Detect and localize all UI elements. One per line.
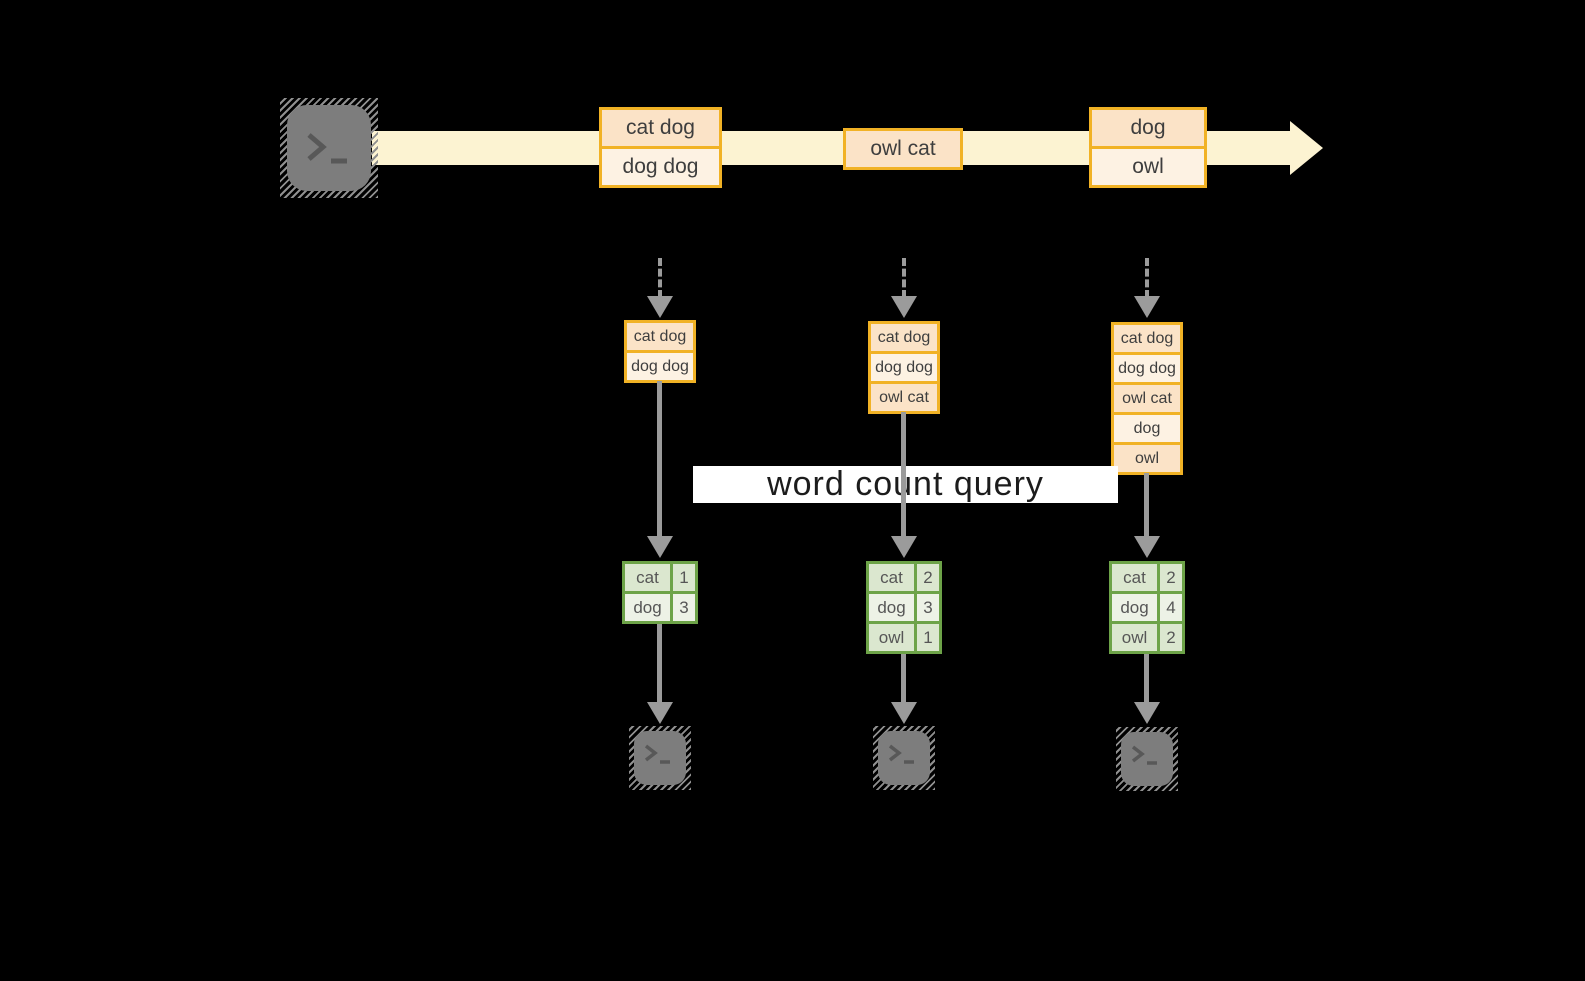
count-word: dog bbox=[869, 594, 914, 621]
query-arrow-shaft bbox=[901, 412, 906, 536]
terminal-prompt-icon bbox=[888, 744, 914, 764]
stream-event: owl cat bbox=[846, 131, 960, 167]
stream-event: dog bbox=[1092, 110, 1204, 146]
trigger-arrowhead-icon bbox=[891, 296, 917, 318]
count-table-2: cat 2 dog 3 owl 1 bbox=[866, 561, 942, 654]
count-value: 1 bbox=[673, 564, 695, 591]
count-word: dog bbox=[1112, 594, 1157, 621]
count-word: dog bbox=[625, 594, 670, 621]
count-value: 2 bbox=[917, 564, 939, 591]
terminal-prompt-icon bbox=[1131, 745, 1157, 765]
stream-event: owl bbox=[1092, 149, 1204, 185]
input-buffer-1: cat dog dog dog bbox=[624, 320, 696, 383]
buffer-line: cat dog bbox=[871, 324, 937, 351]
query-arrow-shaft bbox=[657, 381, 662, 536]
buffer-line: cat dog bbox=[1114, 325, 1180, 352]
count-value: 1 bbox=[917, 624, 939, 651]
count-word: cat bbox=[625, 564, 670, 591]
stream-event: cat dog bbox=[602, 110, 719, 146]
count-value: 2 bbox=[1160, 624, 1182, 651]
input-buffer-3: cat dog dog dog owl cat dog owl bbox=[1111, 322, 1183, 475]
buffer-line: dog dog bbox=[871, 354, 937, 381]
input-buffer-2: cat dog dog dog owl cat bbox=[868, 321, 940, 414]
trigger-arrowhead-icon bbox=[1134, 296, 1160, 318]
buffer-line: owl cat bbox=[871, 384, 937, 411]
count-value: 3 bbox=[673, 594, 695, 621]
terminal-source-icon bbox=[280, 98, 378, 198]
trigger-arrow-shaft bbox=[658, 258, 662, 298]
output-arrow-shaft bbox=[1144, 654, 1149, 702]
trigger-arrowhead-icon bbox=[647, 296, 673, 318]
count-value: 4 bbox=[1160, 594, 1182, 621]
query-arrowhead-icon bbox=[1134, 536, 1160, 558]
count-value: 3 bbox=[917, 594, 939, 621]
stream-batch-2: owl cat bbox=[843, 128, 963, 170]
trigger-arrow-shaft bbox=[902, 258, 906, 298]
stream-batch-3: dog owl bbox=[1089, 107, 1207, 188]
query-arrowhead-icon bbox=[891, 536, 917, 558]
output-arrow-shaft bbox=[901, 654, 906, 702]
stream-event: dog dog bbox=[602, 149, 719, 185]
count-word: owl bbox=[869, 624, 914, 651]
terminal-sink-icon bbox=[1116, 727, 1178, 791]
buffer-line: owl bbox=[1114, 445, 1180, 472]
count-table-3: cat 2 dog 4 owl 2 bbox=[1109, 561, 1185, 654]
buffer-line: cat dog bbox=[627, 323, 693, 350]
buffer-line: dog bbox=[1114, 415, 1180, 442]
count-table-1: cat 1 dog 3 bbox=[622, 561, 698, 624]
trigger-arrow-shaft bbox=[1145, 258, 1149, 298]
buffer-line: dog dog bbox=[627, 353, 693, 380]
output-arrowhead-icon bbox=[891, 702, 917, 724]
terminal-prompt-icon bbox=[307, 133, 347, 164]
buffer-line: owl cat bbox=[1114, 385, 1180, 412]
output-arrowhead-icon bbox=[647, 702, 673, 724]
output-arrowhead-icon bbox=[1134, 702, 1160, 724]
count-word: owl bbox=[1112, 624, 1157, 651]
count-value: 2 bbox=[1160, 564, 1182, 591]
output-arrow-shaft bbox=[657, 624, 662, 702]
query-arrow-shaft bbox=[1144, 473, 1149, 536]
buffer-line: dog dog bbox=[1114, 355, 1180, 382]
stream-batch-1: cat dog dog dog bbox=[599, 107, 722, 188]
stream-arrowhead-icon bbox=[1290, 121, 1323, 175]
count-word: cat bbox=[869, 564, 914, 591]
terminal-sink-icon bbox=[873, 726, 935, 790]
count-word: cat bbox=[1112, 564, 1157, 591]
terminal-prompt-icon bbox=[644, 744, 670, 764]
terminal-sink-icon bbox=[629, 726, 691, 790]
query-arrowhead-icon bbox=[647, 536, 673, 558]
